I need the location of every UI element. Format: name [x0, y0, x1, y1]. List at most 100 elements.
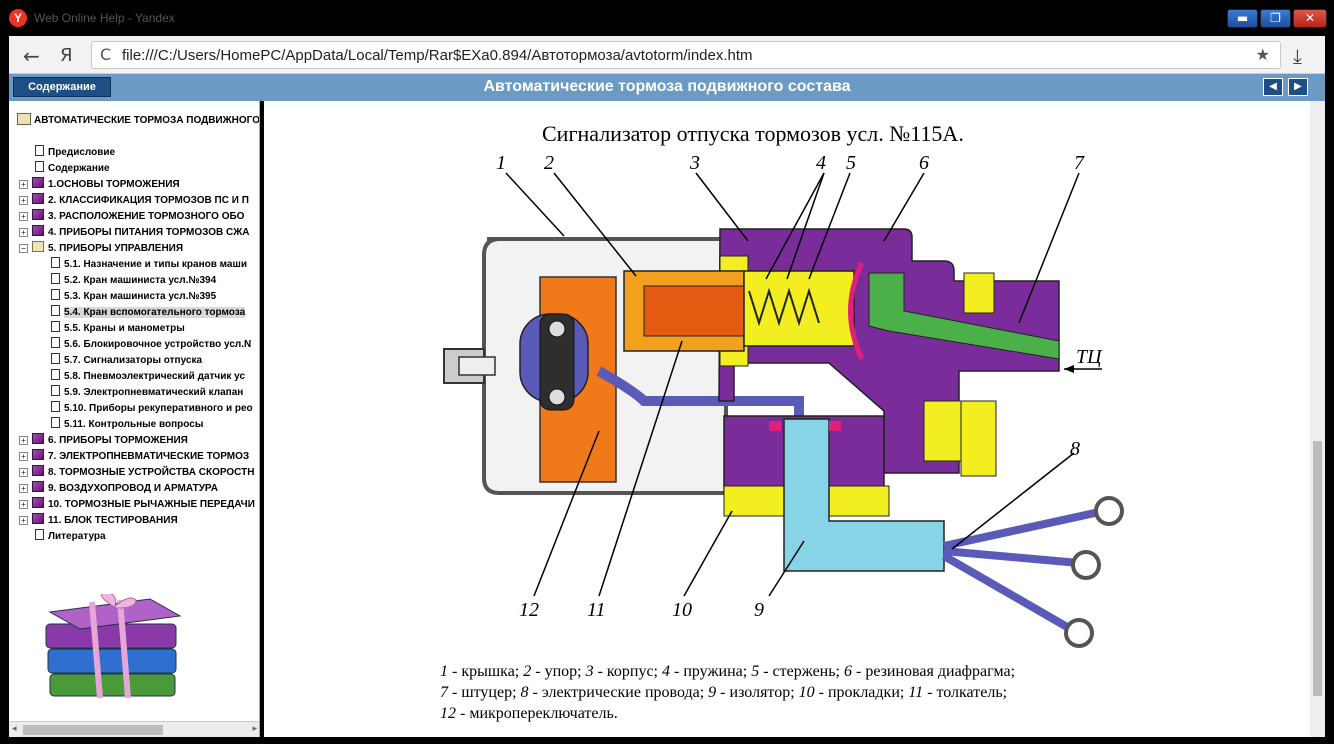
- expand-icon[interactable]: +: [19, 468, 28, 477]
- book-icon: [32, 433, 44, 444]
- insulator-shape: [783, 418, 945, 572]
- tree-item[interactable]: 5.1. Назначение и типы кранов маши: [51, 257, 247, 271]
- scroll-left-icon[interactable]: ◂: [12, 724, 17, 734]
- expand-icon[interactable]: +: [19, 212, 28, 221]
- content-pane: Сигнализатор отпуска тормозов усл. №115А…: [264, 101, 1310, 737]
- tree-item[interactable]: +10. ТОРМОЗНЫЕ РЫЧАЖНЫЕ ПЕРЕДАЧИ: [19, 497, 255, 511]
- close-button[interactable]: ✕: [1293, 9, 1327, 28]
- switch-screw-bottom: [548, 388, 566, 406]
- caption-text: - упор;: [531, 663, 586, 680]
- page-icon: [51, 321, 60, 332]
- terminal-ring-1: [1094, 496, 1124, 526]
- url-text[interactable]: file:///C:/Users/HomePC/AppData/Local/Te…: [122, 47, 753, 64]
- page-icon: [35, 161, 44, 172]
- expand-icon[interactable]: +: [19, 452, 28, 461]
- tree-item[interactable]: +4. ПРИБОРЫ ПИТАНИЯ ТОРМОЗОВ СЖА: [19, 225, 250, 239]
- tree-item[interactable]: Литература: [35, 529, 106, 543]
- minimize-button[interactable]: ▬: [1227, 9, 1258, 28]
- book-icon: [32, 193, 44, 204]
- expand-icon[interactable]: +: [19, 516, 28, 525]
- tree-item[interactable]: +1.ОСНОВЫ ТОРМОЖЕНИЯ: [19, 177, 180, 191]
- ribbon-shape: [89, 599, 131, 699]
- content-vertical-scrollbar[interactable]: [1310, 101, 1325, 737]
- callout-6: 6: [919, 152, 929, 174]
- tree-item[interactable]: +11. БЛОК ТЕСТИРОВАНИЯ: [19, 513, 178, 527]
- nut-shape-2: [960, 400, 997, 477]
- tree-item[interactable]: −5. ПРИБОРЫ УПРАВЛЕНИЯ: [19, 241, 183, 255]
- stem-housing-shape: [743, 270, 855, 347]
- scroll-thumb[interactable]: [23, 725, 163, 735]
- tree-item[interactable]: Предисловие: [35, 145, 115, 159]
- green-book: [49, 673, 176, 697]
- blue-book: [47, 648, 177, 674]
- tree-item[interactable]: +8. ТОРМОЗНЫЕ УСТРОЙСТВА СКОРОСТН: [19, 465, 254, 479]
- tree-item-label: Литература: [48, 531, 106, 542]
- scroll-right-icon[interactable]: ▸: [252, 724, 257, 734]
- tree-item-label: 5.2. Кран машиниста усл.№394: [64, 275, 217, 286]
- expand-icon[interactable]: +: [19, 228, 28, 237]
- open-book-icon: [32, 241, 44, 252]
- reload-icon[interactable]: C: [100, 45, 112, 64]
- caption-text: - толкатель;: [923, 684, 1008, 701]
- expand-icon[interactable]: +: [19, 500, 28, 509]
- tree-item[interactable]: +3. РАСПОЛОЖЕНИЕ ТОРМОЗНОГО ОБО: [19, 209, 244, 223]
- caption-number: 7: [440, 684, 448, 701]
- tree-item[interactable]: 5.8. Пневмоэлектрический датчик ус: [51, 369, 245, 383]
- tree-item-label: 4. ПРИБОРЫ ПИТАНИЯ ТОРМОЗОВ СЖА: [48, 227, 250, 238]
- next-page-button[interactable]: ▶: [1288, 78, 1308, 96]
- tree-item-label: Предисловие: [48, 147, 116, 158]
- tree-item[interactable]: 5.11. Контрольные вопросы: [51, 417, 203, 431]
- tree-item[interactable]: 5.9. Электропневматический клапан: [51, 385, 243, 399]
- tree-item[interactable]: 5.5. Краны и манометры: [51, 321, 185, 335]
- tree-item[interactable]: +6. ПРИБОРЫ ТОРМОЖЕНИЯ: [19, 433, 188, 447]
- collapse-icon[interactable]: −: [19, 244, 28, 253]
- tree-item[interactable]: 5.4. Кран вспомогательного тормоза: [51, 305, 246, 319]
- contents-button[interactable]: Содержание: [13, 77, 111, 97]
- tree-item-label: 6. ПРИБОРЫ ТОРМОЖЕНИЯ: [48, 435, 188, 446]
- book-icon: [32, 209, 44, 220]
- prev-page-button[interactable]: ◀: [1263, 78, 1283, 96]
- maximize-button[interactable]: ❐: [1260, 9, 1291, 28]
- tree-item[interactable]: 5.3. Кран машиниста усл.№395: [51, 289, 216, 303]
- figure-title: Сигнализатор отпуска тормозов усл. №115А…: [542, 121, 964, 146]
- tree-root[interactable]: АВТОМАТИЧЕСКИЕ ТОРМОЗА ПОДВИЖНОГО: [17, 113, 259, 126]
- download-icon[interactable]: ⤓: [1293, 44, 1302, 68]
- book-icon: [32, 449, 44, 460]
- tree-item[interactable]: 5.2. Кран машиниста усл.№394: [51, 273, 216, 287]
- bookmark-star-icon[interactable]: ★: [1255, 45, 1270, 64]
- book-icon: [32, 513, 44, 524]
- callout-1: 1: [496, 152, 506, 174]
- tree-item[interactable]: 5.10. Приборы рекуперативного и рео: [51, 401, 253, 415]
- tree-horizontal-scrollbar[interactable]: ◂ ▸: [9, 721, 259, 737]
- figure-caption: 1 - крышка; 2 - упор; 3 - корпус; 4 - пр…: [440, 661, 1015, 724]
- tree-item[interactable]: 5.6. Блокировочное устройство усл.N: [51, 337, 251, 351]
- tree-item-label: 11. БЛОК ТЕСТИРОВАНИЯ: [48, 515, 178, 526]
- tree-item[interactable]: +7. ЭЛЕКТРОПНЕВМАТИЧЕСКИЕ ТОРМОЗ: [19, 449, 249, 463]
- page-icon: [35, 529, 44, 540]
- scroll-thumb[interactable]: [1313, 441, 1322, 696]
- tree-item[interactable]: +9. ВОЗДУХОПРОВОД И АРМАТУРА: [19, 481, 218, 495]
- purple-book: [45, 623, 177, 649]
- tree-item[interactable]: +2. КЛАССИФИКАЦИЯ ТОРМОЗОВ ПС И П: [19, 193, 249, 207]
- caption-number: 1: [440, 663, 448, 680]
- spring-shape: [748, 287, 820, 327]
- address-bar[interactable]: C file:///C:/Users/HomePC/AppData/Local/…: [91, 41, 1281, 69]
- back-arrow-icon[interactable]: ←: [23, 44, 40, 68]
- books-logo-image: [45, 594, 182, 699]
- expand-icon[interactable]: +: [19, 436, 28, 445]
- tree-item[interactable]: 5.7. Сигнализаторы отпуска: [51, 353, 202, 367]
- switch-plate-shape: [539, 313, 575, 411]
- yandex-logo-icon[interactable]: Я: [60, 45, 73, 66]
- tree-item[interactable]: Содержание: [35, 161, 110, 175]
- caption-number: 2: [523, 663, 532, 680]
- top-book: [48, 598, 182, 630]
- window-titlebar: Y Web Online Help - Yandex ▬ ❐ ✕: [0, 0, 1334, 36]
- expand-icon[interactable]: +: [19, 196, 28, 205]
- expand-icon[interactable]: +: [19, 180, 28, 189]
- page-icon: [51, 289, 60, 300]
- pad-shape-1: [769, 421, 781, 431]
- pusher-shape: [643, 285, 745, 337]
- tree-item-label: 5.10. Приборы рекуперативного и рео: [64, 403, 253, 414]
- expand-icon[interactable]: +: [19, 484, 28, 493]
- caption-number: 4: [662, 663, 670, 680]
